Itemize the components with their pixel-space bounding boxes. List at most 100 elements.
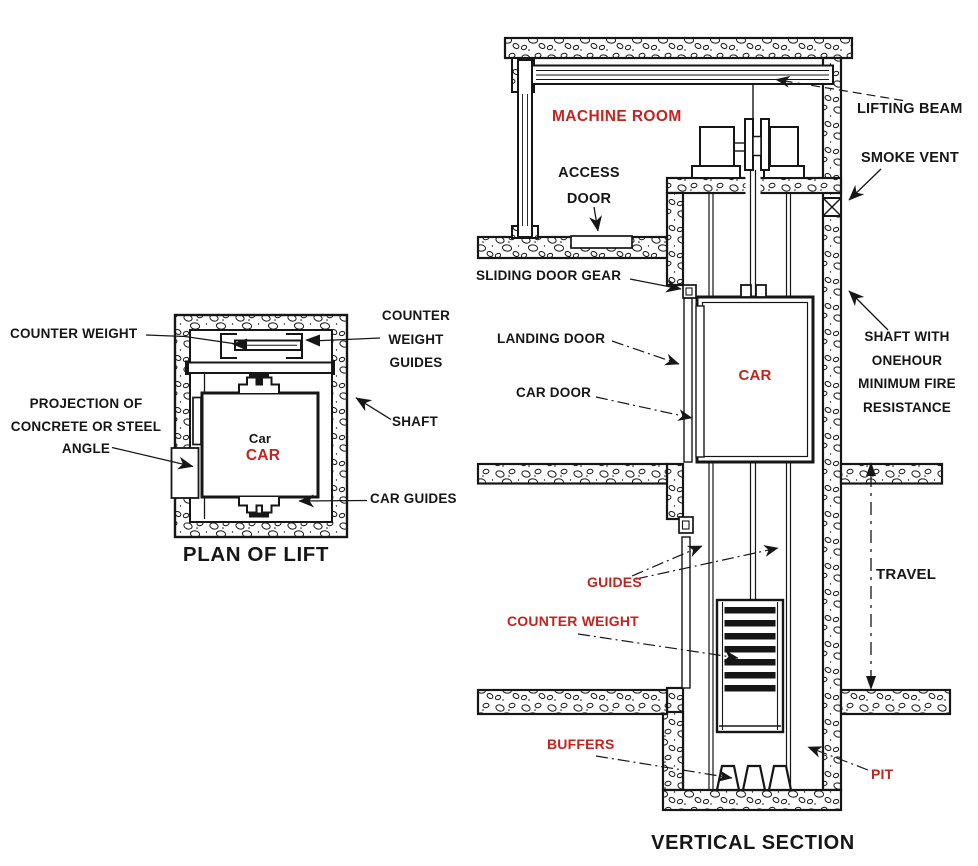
leader-counter-weight xyxy=(145,334,248,347)
plan-beam-cap-right xyxy=(331,360,335,375)
plan-cw-guides-line3: GUIDES xyxy=(389,355,443,370)
leader-access-door xyxy=(589,206,602,232)
plan-shaft-label: SHAFT xyxy=(392,414,438,429)
leader-shaft xyxy=(355,397,392,421)
car-rope-hitch-a xyxy=(740,284,752,298)
travel-arrow-up xyxy=(866,462,876,476)
leader-buffers xyxy=(595,755,733,782)
travel-arrow-down xyxy=(866,676,876,690)
sheave-axle xyxy=(752,135,762,157)
plan-cw-guide-rail-a xyxy=(192,396,202,446)
plan-projection-line2: CONCRETE OR STEEL xyxy=(10,418,162,434)
leader-smoke-vent xyxy=(848,168,882,201)
roof-slab xyxy=(503,36,854,60)
shaft-left-wall-top xyxy=(665,191,685,287)
plan-bottom-guide-shoe-mark xyxy=(249,512,269,518)
plan-projection-line1: PROJECTION OF xyxy=(29,396,143,411)
vertical-section xyxy=(476,36,952,812)
leader-shaft-fire xyxy=(848,290,889,331)
leader-car-guides xyxy=(298,494,368,508)
leader-pit xyxy=(807,746,869,771)
section-title: VERTICAL SECTION xyxy=(651,832,855,854)
plan-car-red-label: CAR xyxy=(245,447,281,464)
shaft-fire-line2: ONEHOUR xyxy=(871,352,943,368)
plan-car-guides-label: CAR GUIDES xyxy=(370,491,457,506)
smoke-vent-label: SMOKE VENT xyxy=(861,150,959,166)
ground-floor-right xyxy=(839,688,952,716)
sliding-door-gear-label: SLIDING DOOR GEAR xyxy=(476,268,622,283)
landing-door-label: LANDING DOOR xyxy=(497,331,606,346)
leader-counterweight xyxy=(577,633,739,662)
leader-guides-a xyxy=(631,545,703,577)
access-door-line1: ACCESS xyxy=(558,165,620,181)
plan-crosshead-beam xyxy=(187,361,333,374)
plan-of-lift xyxy=(111,313,392,539)
lifting-beam-label: LIFTING BEAM xyxy=(857,101,963,117)
middle-floor-left xyxy=(476,462,669,485)
ground-floor-left xyxy=(476,688,669,716)
plan-cw-guides-line1: COUNTER xyxy=(381,308,451,323)
plan-cw-guides-label: COUNTER WEIGHT GUIDES xyxy=(375,304,457,375)
leader-lifting-beam xyxy=(775,75,904,102)
buffers-label: BUFFERS xyxy=(547,736,615,752)
counterweight-plates xyxy=(724,607,776,692)
buffer-3 xyxy=(767,764,793,792)
motor-block-right xyxy=(769,126,799,167)
pit-floor xyxy=(661,788,843,812)
leader-cw-guides xyxy=(319,337,381,342)
shaft-fire-line3: MINIMUM FIRE xyxy=(858,376,956,391)
plan-top-guide-shoe-stem xyxy=(255,378,263,384)
car-door-label: CAR DOOR xyxy=(516,385,592,400)
buffer-1 xyxy=(715,764,741,792)
landing-door-low xyxy=(681,536,691,689)
motor-block-left xyxy=(699,126,735,167)
counter-weight-section-label: COUNTER WEIGHT xyxy=(507,613,639,629)
access-door-label: ACCESS DOOR xyxy=(548,160,630,212)
machine-room-left-wall xyxy=(517,59,533,238)
plan-counter-weight-label: COUNTER WEIGHT xyxy=(10,326,138,341)
shaft-fire-label: SHAFT WITH ONEHOUR MINIMUM FIRE RESISTAN… xyxy=(840,325,974,419)
plan-projection-line3: ANGLE xyxy=(61,441,111,456)
leader-cw-guides-arrow xyxy=(305,334,320,347)
smoke-vent-x2 xyxy=(822,197,842,217)
pit-label: PIT xyxy=(871,766,894,782)
plan-car-bottom-clip xyxy=(238,497,280,514)
car-door-panel xyxy=(695,305,705,458)
access-door-line2: DOOR xyxy=(566,191,612,207)
leader-sliding-door-gear xyxy=(629,278,682,293)
sliding-door-gear-low-roller xyxy=(681,520,690,530)
leader-counter-weight-arrow xyxy=(232,338,247,351)
shaft-fire-line4: RESISTANCE xyxy=(862,399,951,415)
leader-guides-b xyxy=(635,545,779,580)
plan-car-top-clip xyxy=(238,376,280,393)
leader-car-door xyxy=(595,396,693,421)
landing-door-top xyxy=(683,297,693,463)
car-rope-hitch-b xyxy=(755,284,767,298)
plan-cw-guide-bracket-left xyxy=(220,333,237,359)
shaft-left-wall-mid xyxy=(665,462,685,521)
plan-cw-guides-line2: WEIGHT xyxy=(388,331,444,347)
counterweight-frame xyxy=(715,598,785,734)
shaft-right-wall xyxy=(821,56,843,792)
sheave-plate-right xyxy=(760,118,770,171)
travel-label: TRAVEL xyxy=(876,566,937,583)
plan-car-cabin-label: Car xyxy=(248,431,272,446)
leader-landing-door xyxy=(611,340,680,366)
guides-label: GUIDES xyxy=(587,574,642,590)
leader-projection xyxy=(111,446,194,470)
machine-room-label: MACHINE ROOM xyxy=(552,108,682,125)
plan-projection-label: PROJECTION OF CONCRETE OR STEEL ANGLE xyxy=(0,393,172,461)
plan-wall-projection-notch xyxy=(170,447,200,499)
shaft-fire-line1: SHAFT WITH xyxy=(864,329,950,344)
motor-pedestal-left xyxy=(691,165,741,179)
sliding-door-gear-top xyxy=(682,284,697,299)
middle-floor-right xyxy=(839,462,944,485)
sheave-plate-left xyxy=(744,118,754,171)
plan-beam-cap-left xyxy=(185,360,189,375)
car-section-label: CAR xyxy=(738,367,772,384)
sliding-door-gear-low xyxy=(678,516,694,534)
pit-left-wall xyxy=(661,710,685,792)
slab-rope-gap xyxy=(745,176,761,195)
buffer-2 xyxy=(741,764,767,792)
